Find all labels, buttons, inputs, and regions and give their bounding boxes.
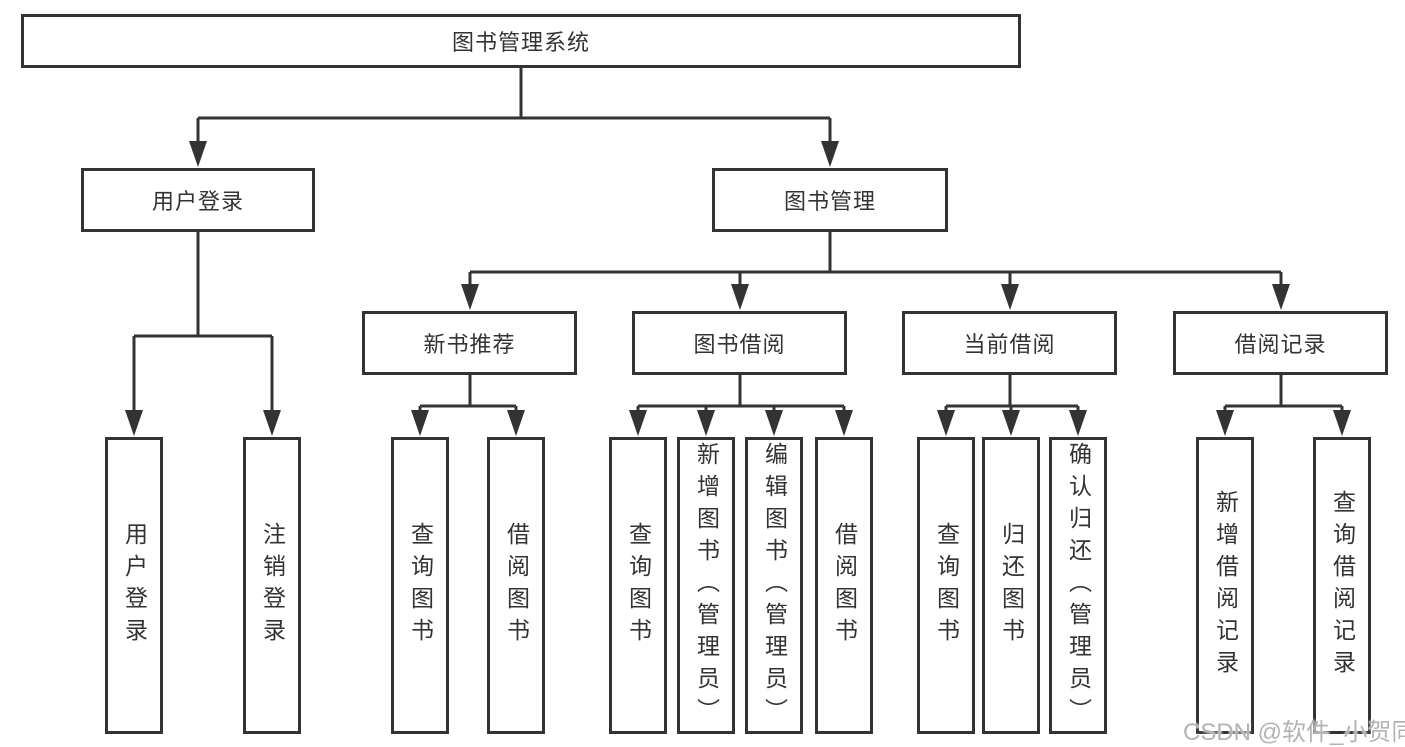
- leaf-user-login: 用户登录: [105, 437, 163, 734]
- leaf-borrow-edit-books-admin-label: 编辑图书（管理员）: [761, 441, 788, 730]
- leaf-borrow-borrow-books: 借阅图书: [815, 437, 873, 734]
- leaf-current-query-books-label: 查询图书: [933, 521, 960, 650]
- leaf-logout-label: 注销登录: [259, 521, 286, 650]
- leaf-current-confirm-return-admin: 确认归还（管理员）: [1049, 437, 1107, 734]
- leaf-borrow-borrow-books-label: 借阅图书: [831, 521, 858, 650]
- leaf-borrow-add-books-admin-label: 新增图书（管理员）: [693, 441, 720, 730]
- leaf-newrec-borrow-books: 借阅图书: [487, 437, 545, 734]
- leaf-borrow-add-books-admin: 新增图书（管理员）: [677, 437, 735, 734]
- node-book-management: 图书管理: [712, 168, 948, 232]
- leaf-current-return-books-label: 归还图书: [998, 521, 1025, 650]
- leaf-records-add-record-label: 新增借阅记录: [1212, 489, 1239, 682]
- leaf-borrow-query-books: 查询图书: [609, 437, 667, 734]
- node-current-borrow: 当前借阅: [902, 311, 1117, 375]
- leaf-logout: 注销登录: [243, 437, 301, 734]
- node-book-borrow: 图书借阅: [632, 311, 847, 375]
- leaf-newrec-query-books-label: 查询图书: [407, 521, 434, 650]
- leaf-borrow-query-books-label: 查询图书: [625, 521, 652, 650]
- leaf-current-return-books: 归还图书: [982, 437, 1040, 734]
- leaf-records-add-record: 新增借阅记录: [1196, 437, 1254, 734]
- leaf-current-confirm-return-admin-label: 确认归还（管理员）: [1065, 441, 1092, 730]
- leaf-newrec-query-books: 查询图书: [391, 437, 449, 734]
- node-library-system: 图书管理系统: [21, 14, 1021, 68]
- node-user-login: 用户登录: [81, 168, 315, 232]
- leaf-records-query-record: 查询借阅记录: [1313, 437, 1371, 734]
- watermark: CSDN @软件_小贺同学: [1183, 719, 1405, 746]
- node-borrow-records: 借阅记录: [1173, 311, 1388, 375]
- node-new-book-recommend: 新书推荐: [362, 311, 577, 375]
- leaf-newrec-borrow-books-label: 借阅图书: [503, 521, 530, 650]
- leaf-current-query-books: 查询图书: [917, 437, 975, 734]
- leaf-user-login-label: 用户登录: [121, 521, 148, 650]
- leaf-records-query-record-label: 查询借阅记录: [1329, 489, 1356, 682]
- leaf-borrow-edit-books-admin: 编辑图书（管理员）: [745, 437, 803, 734]
